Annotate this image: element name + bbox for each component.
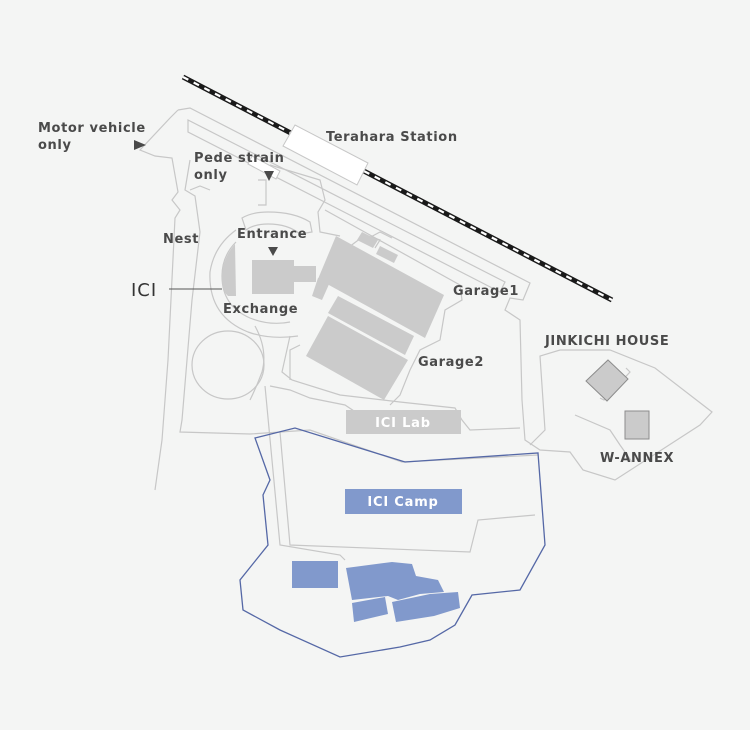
motor-vehicle-label: Motor vehicle bbox=[38, 121, 146, 136]
railway-track-icon bbox=[181, 74, 614, 303]
entrance-building bbox=[252, 260, 294, 294]
motor-vehicle-label-2: only bbox=[38, 138, 72, 153]
garage2-top bbox=[328, 296, 414, 355]
camp-buildings bbox=[292, 561, 460, 622]
exchange-label: Exchange bbox=[223, 302, 298, 317]
ici-exchange-building bbox=[221, 244, 236, 296]
garage1-label: Garage1 bbox=[453, 284, 519, 299]
pede-strain-label: Pede strain bbox=[194, 151, 284, 166]
ici-camp-box[interactable] bbox=[345, 489, 462, 514]
triangle-arrow-down-icon bbox=[268, 247, 278, 256]
garage2-building bbox=[306, 316, 408, 400]
entrance-label: Entrance bbox=[237, 227, 307, 242]
terahara-station-label: Terahara Station bbox=[326, 130, 458, 145]
small-building-1 bbox=[357, 232, 378, 248]
ici-camp-label: ICI Camp bbox=[367, 495, 438, 510]
garage1-building bbox=[318, 236, 444, 338]
entrance-connector bbox=[294, 266, 316, 282]
camp-boundary bbox=[239, 427, 546, 658]
ici-label: ICI bbox=[131, 280, 157, 301]
nest-label: Nest bbox=[163, 232, 199, 247]
small-building-2 bbox=[376, 246, 398, 263]
pede-strain-label-2: only bbox=[194, 168, 228, 183]
garage2-label: Garage2 bbox=[418, 355, 484, 370]
ici-lab-box[interactable] bbox=[346, 410, 461, 434]
buildings bbox=[221, 232, 650, 440]
jinkichi-house-building bbox=[585, 359, 629, 402]
w-annex-label: W-ANNEX bbox=[600, 451, 674, 466]
jinkichi-house-label: JINKICHI HOUSE bbox=[544, 334, 669, 349]
triangle-arrow-right-icon bbox=[134, 140, 146, 150]
terahara-station-building bbox=[282, 124, 369, 186]
w-annex-building bbox=[624, 410, 650, 440]
triangle-arrow-down-icon bbox=[264, 171, 274, 181]
ici-lab-label: ICI Lab bbox=[375, 416, 431, 431]
garage-link bbox=[312, 278, 330, 300]
